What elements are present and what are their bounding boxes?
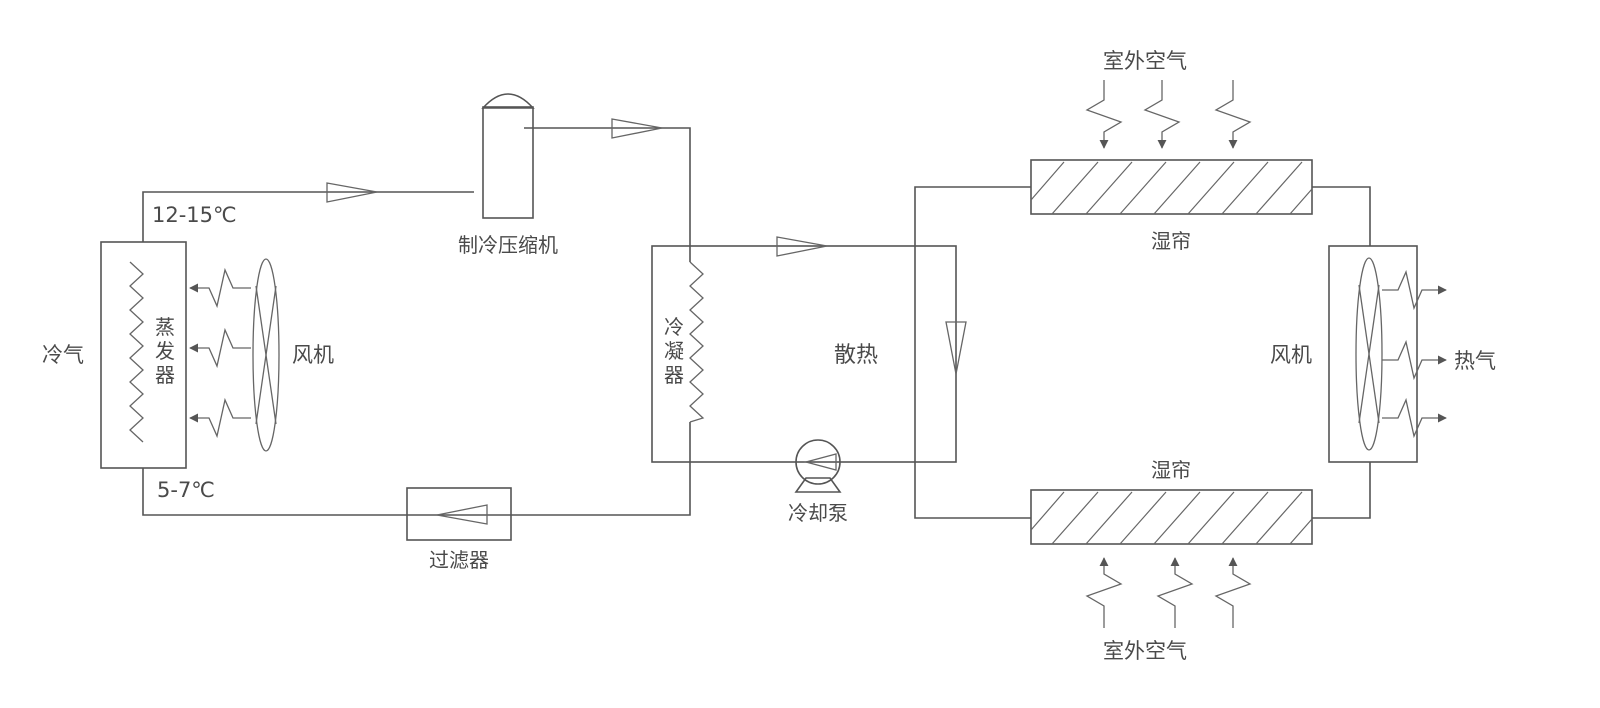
air-flow-arrow-icon <box>189 267 251 309</box>
evaporator: 蒸 发 器 <box>100 241 187 469</box>
hot-air-label: 热气 <box>1454 349 1496 373</box>
flow-arrow-down-icon <box>945 321 967 375</box>
air-flow-arrow-icon <box>1214 80 1252 149</box>
evaporator-label-2: 发 <box>155 339 175 363</box>
compressor-label: 制冷压缩机 <box>458 233 558 257</box>
cooling-pump-label: 冷却泵 <box>788 501 848 525</box>
wet-curtain-top: 湿帘 <box>1030 159 1313 253</box>
flow-arrows-refrigerant <box>326 118 663 203</box>
outdoor-air-top-label: 室外空气 <box>1103 49 1187 73</box>
filter-label: 过滤器 <box>429 548 489 572</box>
air-flow-arrow-icon <box>1382 339 1447 381</box>
wet-curtain-loop-pipes <box>914 186 1371 519</box>
refrigerant-pipes <box>142 127 691 516</box>
air-flow-arrow-icon <box>1382 397 1447 439</box>
evaporator-label-1: 蒸 <box>155 315 175 339</box>
air-flow-arrow-icon <box>189 327 251 369</box>
air-flow-arrow-icon <box>1156 557 1194 628</box>
air-flow-arrow-icon <box>1214 557 1252 628</box>
cooling-pump: 冷却泵 <box>788 439 848 525</box>
filter: 过滤器 <box>406 487 512 572</box>
heat-dissipation-label: 散热 <box>834 343 878 368</box>
fan-right-label: 风机 <box>1270 343 1312 367</box>
condenser-label-2: 凝 <box>664 339 684 363</box>
outdoor-air-top-arrows <box>1085 80 1252 149</box>
flow-arrow-right-icon <box>611 118 663 139</box>
outdoor-air-bottom-label: 室外空气 <box>1103 639 1187 663</box>
evaporator-label-3: 器 <box>155 363 175 387</box>
condenser-label-1: 冷 <box>664 315 684 339</box>
outdoor-air-bottom-arrows <box>1085 557 1252 628</box>
air-arrows-into-evaporator <box>189 267 251 439</box>
cold-air-label: 冷气 <box>42 343 84 367</box>
evaporator-bottom-temp: 5-7℃ <box>157 478 215 502</box>
condenser: 冷 凝 器 <box>651 245 957 463</box>
fan-left <box>252 258 280 452</box>
wet-curtain-bottom-label: 湿帘 <box>1151 458 1191 482</box>
wet-curtain-top-label: 湿帘 <box>1151 229 1191 253</box>
fan-right <box>1328 245 1418 463</box>
flow-arrow-right-icon <box>776 236 828 257</box>
air-flow-arrow-icon <box>1143 80 1181 149</box>
air-flow-arrow-icon <box>1085 80 1123 149</box>
flow-arrow-right-icon <box>326 182 378 203</box>
air-flow-arrow-icon <box>1382 269 1447 311</box>
flow-arrow-left-icon <box>436 504 488 525</box>
fan-icon <box>1355 257 1383 451</box>
fan-icon <box>252 258 280 452</box>
hot-air-arrows <box>1382 269 1447 439</box>
air-flow-arrow-icon <box>189 397 251 439</box>
wet-curtain-bottom: 湿帘 <box>1030 458 1313 545</box>
fan-left-label: 风机 <box>292 343 334 367</box>
air-flow-arrow-icon <box>1085 557 1123 628</box>
condenser-label-3: 器 <box>664 363 684 387</box>
compressor: 制冷压缩机 <box>458 93 558 257</box>
pump-arrow-icon <box>803 453 837 471</box>
evaporator-top-temp: 12-15℃ <box>152 203 237 227</box>
